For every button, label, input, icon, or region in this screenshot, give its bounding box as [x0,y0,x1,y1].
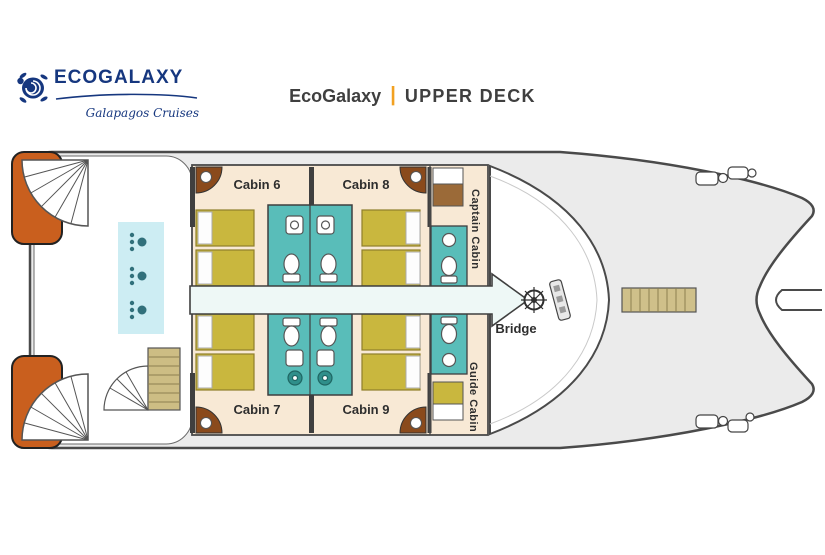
lounge-table-icons [129,232,147,320]
spiral-stairs-bottom-icon [21,373,89,441]
guide-bunk-bed [432,381,464,405]
guide-cabin-area [430,311,468,421]
title-brand: EcoGalaxy [289,86,382,106]
cabin8-beds [361,209,421,287]
title-deck-name: UPPER DECK [404,86,536,106]
guide-sink-icon [441,352,457,368]
title-separator: | [390,84,396,106]
deck-plan-drawing [11,150,822,450]
sink-icons-bottom [285,349,335,367]
guide-bunk-pillow [432,403,464,421]
spiral-stairs-top-icon [21,159,89,227]
vanity-basin-icons [200,171,422,429]
logo-swoosh [55,93,198,100]
toilet-icons-top [282,253,338,283]
cabin-7-label: Cabin 7 [233,402,281,417]
bow-slot [775,289,822,311]
captain-cabin-label: Captain Cabin [469,188,481,270]
shower-drain-icons [287,370,333,386]
page-title: EcoGalaxy | UPPER DECK [0,84,825,108]
central-corridor [189,272,530,328]
guide-toilet-icon [440,323,458,345]
bow-seat-top-icon [695,166,757,186]
turtle-logo-icon [17,72,48,103]
captain-toilet-icon [440,255,458,277]
logo-tagline-text: Galapagos Cruises [85,106,199,120]
cabin9-beds [361,313,421,391]
captain-sink-icon [441,232,457,248]
cabin-6-label: Cabin 6 [233,177,281,192]
gangway-icon [621,287,697,313]
cabin-8-label: Cabin 8 [342,177,390,192]
bow-seat-bottom-icon [695,412,755,433]
bridge-windshield [489,164,611,436]
guide-cabin-label: Guide Cabin [467,361,479,433]
captain-bunk-pillow [432,167,464,185]
captain-cabin-area [430,167,468,289]
helm-console-icon [549,279,571,321]
sink-icons-top [285,215,335,235]
ecogalaxy-logo: ECOGALAXY Galapagos Cruises [12,68,202,120]
toilet-icons-bottom [282,317,338,347]
bridge-label: Bridge [495,321,537,336]
cabin7-beds [195,313,255,391]
curved-stairs-icon [103,365,149,411]
shared-bathroom-top [267,204,353,289]
straight-stairs-icon [147,347,181,411]
shared-bathroom-bottom [267,311,353,396]
captain-bunk-bed [432,183,464,207]
ship-wheel-icon [521,287,547,313]
cabin6-beds [195,209,255,287]
logo-brand-text: ECOGALAXY [54,67,184,88]
cabin-9-label: Cabin 9 [342,402,390,417]
bridge-inner-curve [489,175,598,425]
